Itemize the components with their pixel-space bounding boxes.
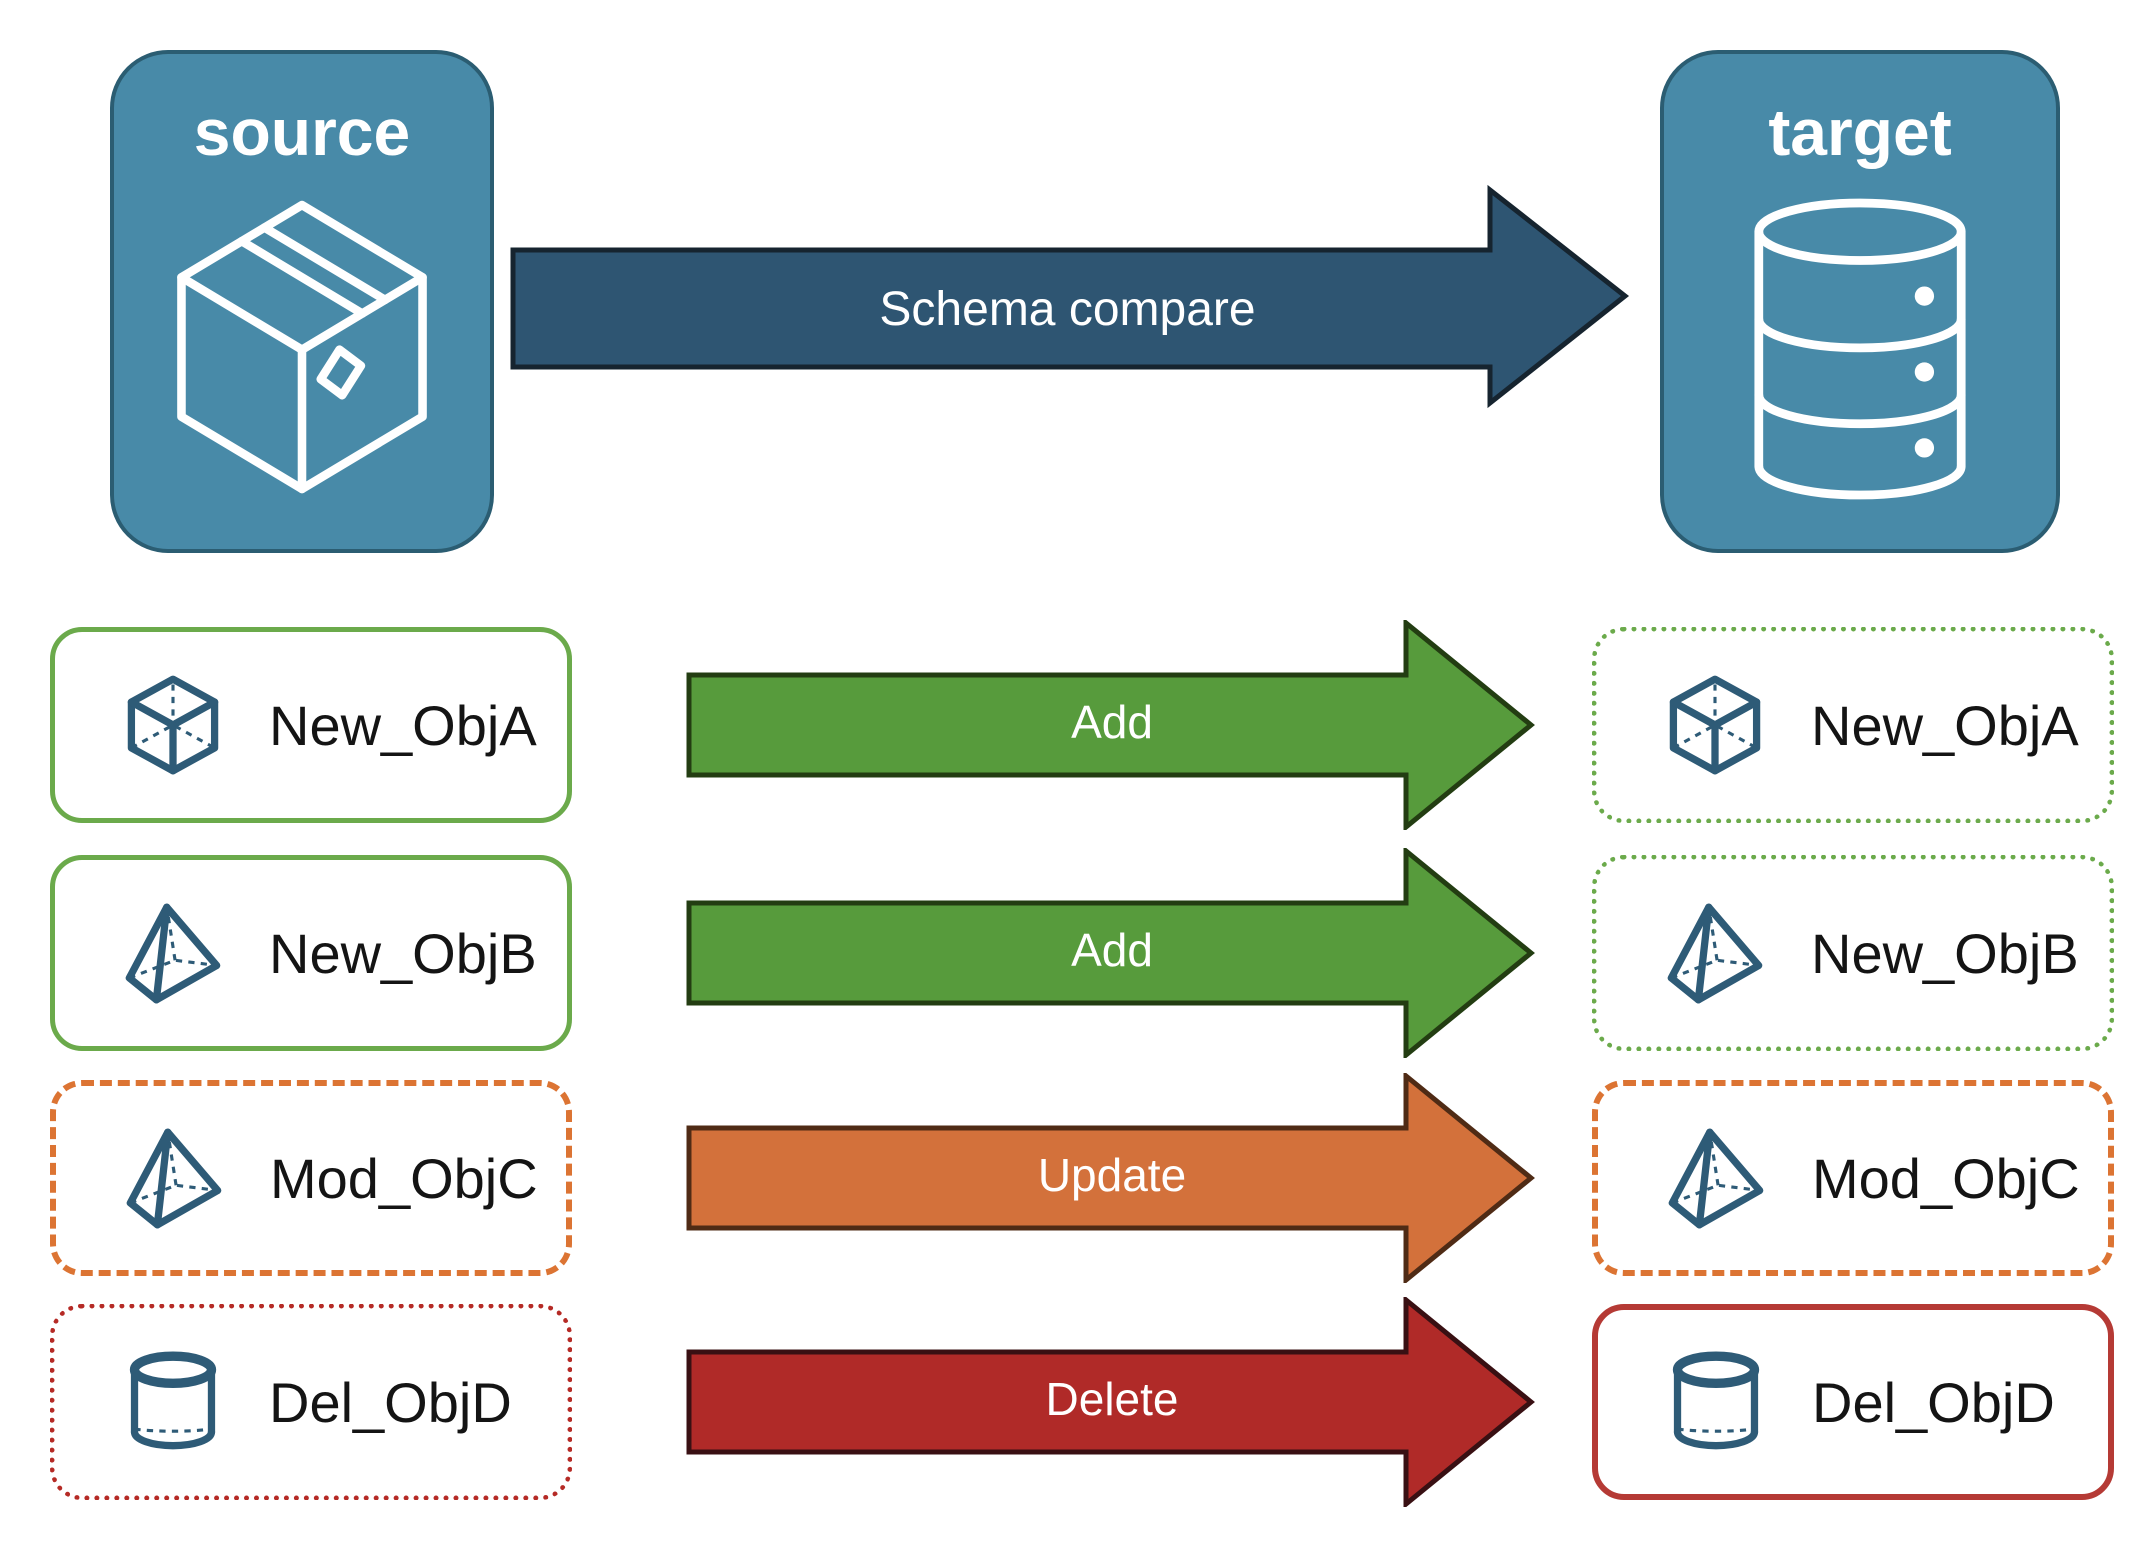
add-arrow-label: Add — [1071, 924, 1153, 976]
object-label: New_ObjA — [269, 693, 537, 757]
target-object-box: New_ObjA — [1592, 627, 2114, 823]
source-object-box: New_ObjA — [50, 627, 572, 823]
target-title: target — [1768, 95, 1952, 169]
pyramid-icon — [1667, 903, 1763, 1004]
object-label: Del_ObjD — [1812, 1370, 2055, 1434]
database-icon — [1754, 198, 1966, 500]
pyramid-icon — [125, 903, 221, 1004]
target-node: target — [1660, 50, 2060, 553]
schema-compare-arrow — [510, 184, 1630, 409]
target-object-box: Mod_ObjC — [1592, 1080, 2114, 1276]
pyramid-icon — [126, 1128, 222, 1229]
object-label: New_ObjB — [1811, 921, 2079, 985]
schema-compare-label: Schema compare — [879, 283, 1256, 336]
cube-icon — [1669, 675, 1761, 775]
object-label: Mod_ObjC — [1812, 1146, 2080, 1210]
cylinder-icon — [129, 1351, 217, 1450]
add-arrow — [686, 620, 1535, 830]
source-node: source — [110, 50, 494, 553]
update-arrow-label: Update — [1037, 1149, 1187, 1201]
add-arrow-label: Add — [1071, 696, 1153, 748]
source-object-box: Del_ObjD — [50, 1304, 572, 1500]
update-arrow — [686, 1073, 1535, 1283]
source-title: source — [193, 95, 411, 169]
object-label: New_ObjB — [269, 921, 537, 985]
pyramid-icon — [1668, 1128, 1764, 1229]
cube-icon — [127, 675, 219, 775]
source-object-box: Mod_ObjC — [50, 1080, 572, 1276]
cylinder-icon — [1672, 1351, 1760, 1450]
package-icon — [177, 200, 427, 493]
object-label: Mod_ObjC — [270, 1146, 538, 1210]
add-arrow — [686, 848, 1535, 1058]
delete-arrow-label: Delete — [1045, 1373, 1179, 1425]
delete-arrow — [686, 1297, 1535, 1507]
object-label: Del_ObjD — [269, 1370, 512, 1434]
target-object-box: Del_ObjD — [1592, 1304, 2114, 1500]
source-object-box: New_ObjB — [50, 855, 572, 1051]
object-label: New_ObjA — [1811, 693, 2079, 757]
target-object-box: New_ObjB — [1592, 855, 2114, 1051]
